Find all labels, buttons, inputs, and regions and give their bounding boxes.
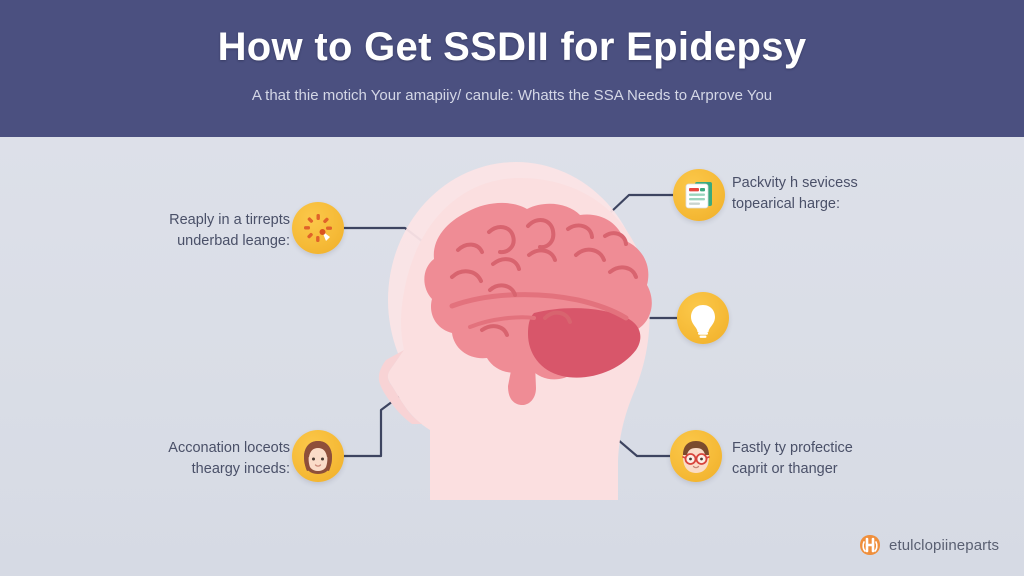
header-band: How to Get SSDII for Epidepsy A that thi… bbox=[0, 0, 1024, 137]
brain-stem bbox=[508, 340, 536, 406]
callout-icon-bottom-left[interactable] bbox=[292, 430, 344, 482]
face-profile-notch bbox=[378, 350, 422, 424]
callout-label-bottom-right: Fastly ty profectice caprit or thanger bbox=[732, 440, 853, 477]
callout-icon-mid-right[interactable] bbox=[677, 292, 729, 344]
callout-icon-top-left[interactable] bbox=[292, 202, 344, 254]
glasses bbox=[682, 453, 710, 465]
callout-label-top-right: Packvity h sevicess topearical harge: bbox=[732, 175, 858, 212]
man-glasses-avatar-icon bbox=[682, 441, 710, 473]
callout-icon-bottom-right[interactable] bbox=[670, 430, 722, 482]
callout-icon-top-right[interactable] bbox=[673, 169, 725, 221]
brand-name: etulclopiineparts bbox=[889, 536, 1000, 554]
woman-avatar-icon bbox=[304, 441, 332, 474]
footer-brand: etulclopiineparts bbox=[858, 533, 999, 557]
brain-fissure-lower bbox=[468, 315, 536, 329]
timer-dashes-icon bbox=[304, 214, 332, 242]
page-title: How to Get SSDII for Epidepsy bbox=[217, 25, 807, 69]
document-records-icon bbox=[685, 182, 712, 209]
brain-mark-icon bbox=[860, 535, 880, 555]
callout-label-bottom-left: Acconation loceots theargy inceds: bbox=[168, 440, 290, 477]
cerebellum bbox=[528, 308, 641, 378]
brain-fissure bbox=[449, 292, 629, 321]
lightbulb-icon bbox=[691, 305, 715, 338]
brain-sulci bbox=[450, 218, 638, 337]
callout-label-top-left: Reaply in a tirrepts underbad leange: bbox=[169, 212, 290, 249]
page-subtitle: A that thie motich Your amapiiy/ canule:… bbox=[251, 87, 773, 104]
